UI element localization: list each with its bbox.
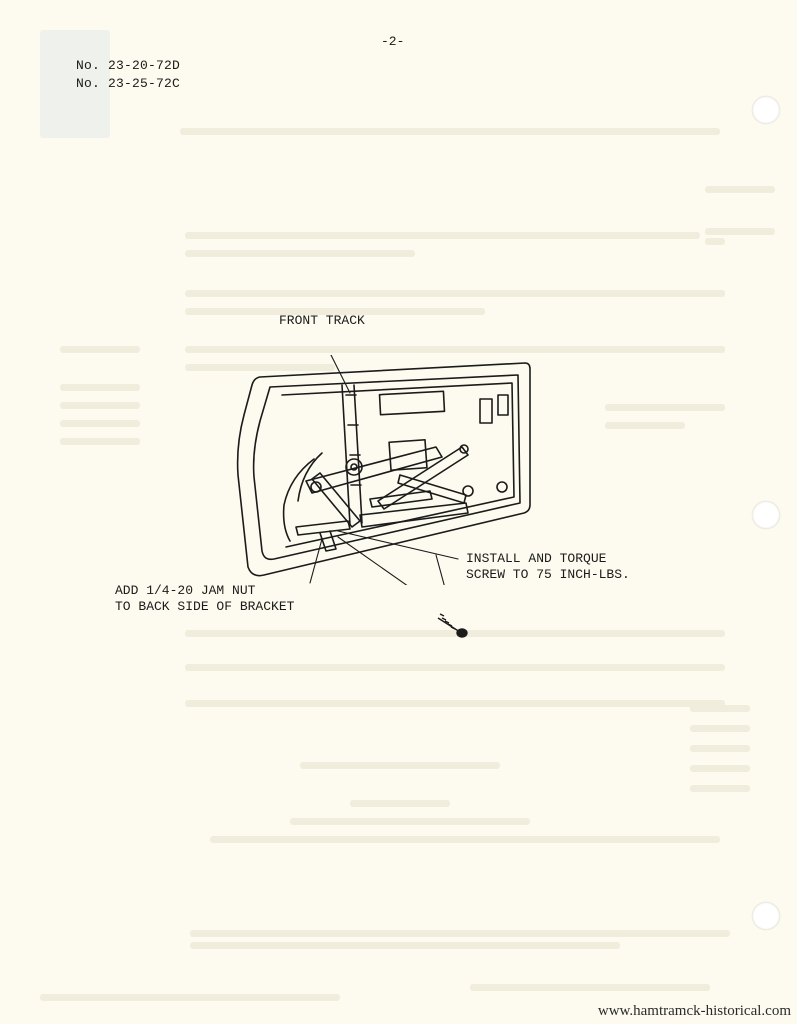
front-track-label: FRONT TRACK [279, 313, 365, 328]
front-track-rail [341, 384, 363, 526]
pivot-bolt [462, 485, 474, 497]
ghost-text-line [185, 250, 415, 257]
pivot-bolt [345, 458, 363, 476]
ghost-text-line [185, 664, 725, 671]
ghost-text-line [690, 725, 750, 732]
install-torque-pointer [337, 536, 408, 585]
ghost-text-line [290, 818, 530, 825]
install-torque-label: INSTALL AND TORQUE SCREW TO 75 INCH-LBS. [466, 551, 630, 582]
panel-opening [378, 390, 446, 416]
door-outer-panel [236, 362, 531, 577]
ghost-text-line [185, 630, 725, 637]
pivot-bolt [459, 444, 469, 454]
ghost-text-line [185, 232, 700, 239]
ghost-text-line [605, 422, 685, 429]
ghost-logo [40, 30, 110, 138]
binder-hole [752, 96, 780, 124]
ghost-text-line [185, 346, 725, 353]
regulator-arm [305, 446, 443, 494]
ghost-text-line [705, 238, 725, 245]
page-number: -2- [381, 34, 405, 49]
ghost-text-line [60, 346, 140, 353]
ghost-text-line [705, 186, 775, 193]
front-track-rail [345, 394, 362, 486]
install-torque-pointer [435, 554, 445, 585]
ghost-text-line [210, 836, 720, 843]
ghost-text-line [190, 942, 620, 949]
ghost-text-line [40, 994, 340, 1001]
door-inner-flange [252, 374, 521, 561]
pivot-bolt [350, 463, 358, 471]
ghost-text-line [350, 800, 450, 807]
jam-nut-label: ADD 1/4-20 JAM NUT TO BACK SIDE OF BRACK… [115, 583, 295, 614]
pivot-bolt [496, 481, 508, 493]
panel-opening [497, 394, 509, 416]
lower-channel [359, 502, 469, 528]
door-window-regulator-illustration [236, 355, 531, 585]
regulator-arm [311, 472, 361, 528]
ghost-text-line [470, 984, 710, 991]
bulletin-number: No. 23-25-72C [76, 76, 181, 91]
install-torque-pointer [337, 530, 459, 560]
ghost-text-line [705, 228, 775, 235]
door-inner-curve [282, 458, 315, 542]
panel-opening [388, 438, 428, 472]
ghost-text-line [690, 785, 750, 792]
ghost-signature [300, 762, 500, 769]
screw-icon [437, 613, 468, 638]
binder-hole [752, 501, 780, 529]
bulletin-number: No. 23-20-72D [76, 58, 181, 73]
ghost-text-line [690, 705, 750, 712]
front-track-pointer [330, 355, 351, 394]
ghost-text-line [185, 364, 335, 371]
ghost-text-line [690, 765, 750, 772]
jam-nut-pointer [309, 538, 323, 584]
ghost-text-line [60, 438, 140, 445]
ghost-text-line [190, 930, 730, 937]
ghost-text-line [60, 420, 140, 427]
ghost-text-line [60, 402, 140, 409]
panel-opening [479, 398, 493, 424]
lower-bracket [295, 520, 351, 536]
lower-channel [369, 490, 433, 508]
site-watermark: www.hamtramck-historical.com [597, 1003, 791, 1019]
ghost-text-line [180, 128, 720, 135]
ghost-text-line [185, 290, 725, 297]
ghost-text-line [60, 384, 140, 391]
ghost-text-line [185, 308, 485, 315]
lower-bracket [319, 530, 337, 552]
pivot-bolt [310, 481, 322, 493]
door-inner-curve [297, 452, 323, 502]
ghost-text-line [690, 745, 750, 752]
ghost-text-line [605, 404, 725, 411]
ghost-text-line [185, 700, 725, 707]
binder-hole [752, 902, 780, 930]
